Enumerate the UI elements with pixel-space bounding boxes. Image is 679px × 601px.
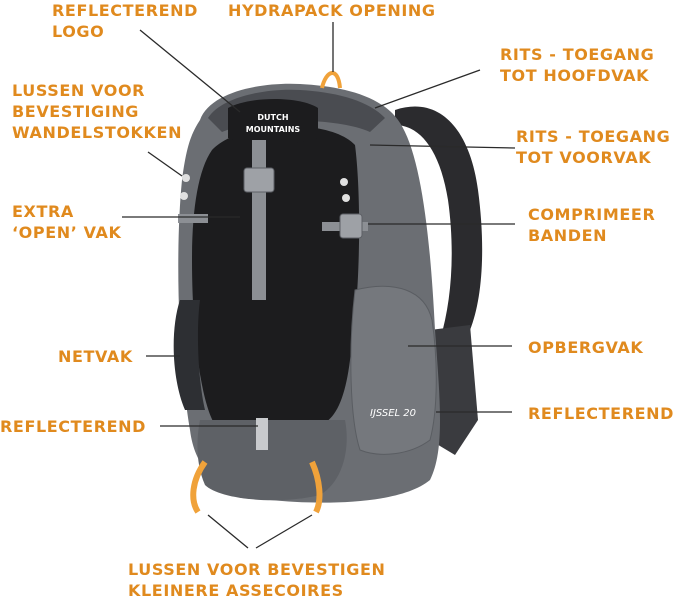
label-line: NETVAK (58, 347, 133, 366)
label-line: LUSSEN VOOR BEVESTIGEN (128, 560, 386, 579)
label-rits-hoofdvak: RITS - TOEGANG TOT HOOFDVAK (500, 44, 654, 86)
leader-rits-hoofdvak (374, 69, 481, 109)
label-hydrapack-opening: HYDRAPACK OPENING (228, 0, 436, 21)
model-name: IJSSEL 20 (370, 408, 416, 419)
label-line: ‘OPEN’ VAK (12, 223, 122, 242)
pole-loop-2 (180, 192, 188, 200)
label-lussen-wandelstokken: LUSSEN VOOR BEVESTIGING WANDELSTOKKEN (12, 80, 182, 143)
side-mesh-pocket (173, 300, 205, 410)
front-mesh-panel (192, 126, 360, 425)
bottom-loop-left (190, 460, 208, 514)
brand-logo-line1: DUTCH (257, 113, 288, 122)
compression-buckle (339, 213, 363, 239)
storage-pocket (350, 285, 437, 455)
compression-strap-left (178, 214, 208, 223)
center-buckle (243, 167, 275, 193)
shoulder-strap (395, 106, 483, 340)
label-line: TOT VOORVAK (516, 148, 652, 167)
label-line: REFLECTEREND (0, 417, 147, 436)
label-line: HYDRAPACK OPENING (228, 1, 436, 20)
leader-wandelstokken (147, 151, 183, 177)
label-opbergvak: OPBERGVAK (528, 337, 643, 358)
label-line: REFLECTEREND (528, 404, 675, 423)
pole-loop-4 (342, 194, 350, 202)
bottom-loop-right (309, 460, 323, 514)
label-rits-voorvak: RITS - TOEGANG TOT VOORVAK (516, 126, 670, 168)
label-line: KLEINERE ASSECOIRES (128, 581, 344, 600)
leader-accessoires-left (207, 514, 249, 549)
label-reflecterend-logo: REFLECTEREND LOGO (52, 0, 198, 42)
shoulder-strap-lower (430, 325, 478, 455)
label-line: BANDEN (528, 226, 608, 245)
label-line: RITS - TOEGANG (500, 45, 655, 64)
pole-loop-1 (182, 174, 190, 182)
label-line: TOT HOOFDVAK (500, 66, 650, 85)
label-line: BEVESTIGING (12, 102, 140, 121)
label-reflecterend-left: REFLECTEREND (0, 416, 146, 437)
center-strap (252, 140, 266, 300)
hydrapack-loop (320, 71, 342, 89)
label-line: WANDELSTOKKEN (12, 123, 183, 142)
pole-loop-3 (340, 178, 348, 186)
label-line: LUSSEN VOOR (12, 81, 146, 100)
brand-logo-line2: MOUNTAINS (246, 125, 301, 134)
leader-rits-voorvak (369, 144, 516, 149)
label-line: REFLECTEREND (52, 1, 199, 20)
label-extra-open-vak: EXTRA ‘OPEN’ VAK (12, 201, 121, 243)
label-line: OPBERGVAK (528, 338, 644, 357)
label-line: LOGO (52, 22, 105, 41)
label-reflecterend-right: REFLECTEREND (528, 403, 674, 424)
label-lussen-accessoires: LUSSEN VOOR BEVESTIGEN KLEINERE ASSECOIR… (128, 559, 386, 601)
label-line: EXTRA (12, 202, 74, 221)
logo-patch (228, 99, 318, 144)
label-line: RITS - TOEGANG (516, 127, 671, 146)
leader-logo (139, 29, 241, 113)
leader-accessoires-right (255, 514, 313, 549)
label-comprimeer-banden: COMPRIMEER BANDEN (528, 204, 655, 246)
reflective-strip (256, 418, 268, 450)
bottom-section (197, 420, 347, 501)
label-netvak: NETVAK (58, 346, 133, 367)
label-line: COMPRIMEER (528, 205, 656, 224)
